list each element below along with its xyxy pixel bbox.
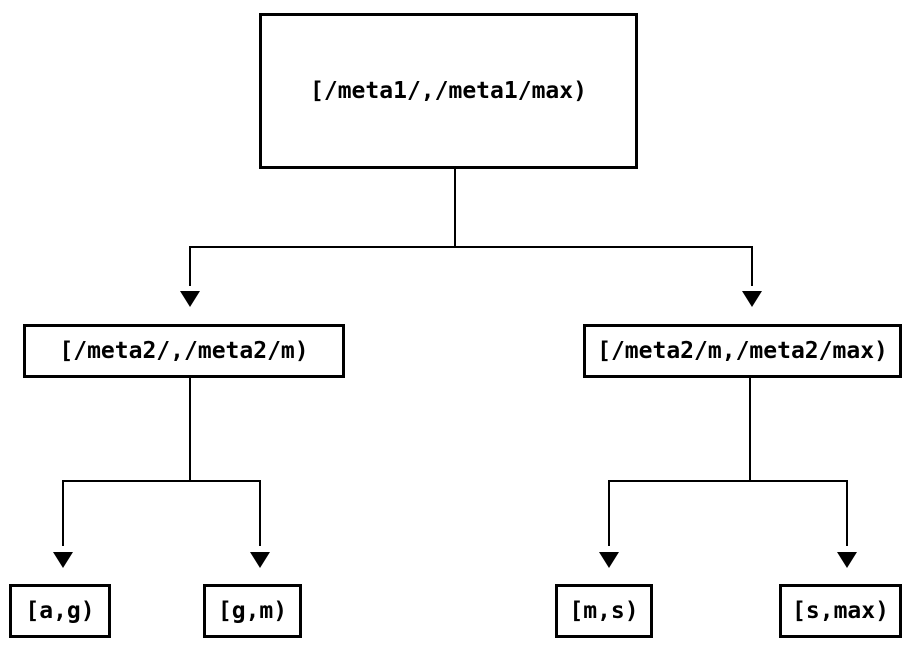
node-leaf-m-s: [m,s) — [555, 584, 653, 638]
edge-root-rail — [189, 246, 753, 286]
arrow-down-icon — [599, 552, 619, 568]
node-leaf-s-max: [s,max) — [779, 584, 902, 638]
arrow-down-icon — [53, 552, 73, 568]
node-meta2-upper-range: [/meta2/m,/meta2/max) — [583, 324, 902, 378]
node-leaf-a-g: [a,g) — [9, 584, 111, 638]
edge-right-rail — [608, 480, 848, 546]
arrow-down-icon — [742, 291, 762, 307]
edge-left-rail — [62, 480, 261, 546]
arrow-down-icon — [250, 552, 270, 568]
arrow-down-icon — [837, 552, 857, 568]
node-root-range: [/meta1/,/meta1/max) — [259, 13, 638, 169]
node-meta2-lower-range: [/meta2/,/meta2/m) — [23, 324, 345, 378]
node-leaf-g-m: [g,m) — [203, 584, 302, 638]
arrow-down-icon — [180, 291, 200, 307]
